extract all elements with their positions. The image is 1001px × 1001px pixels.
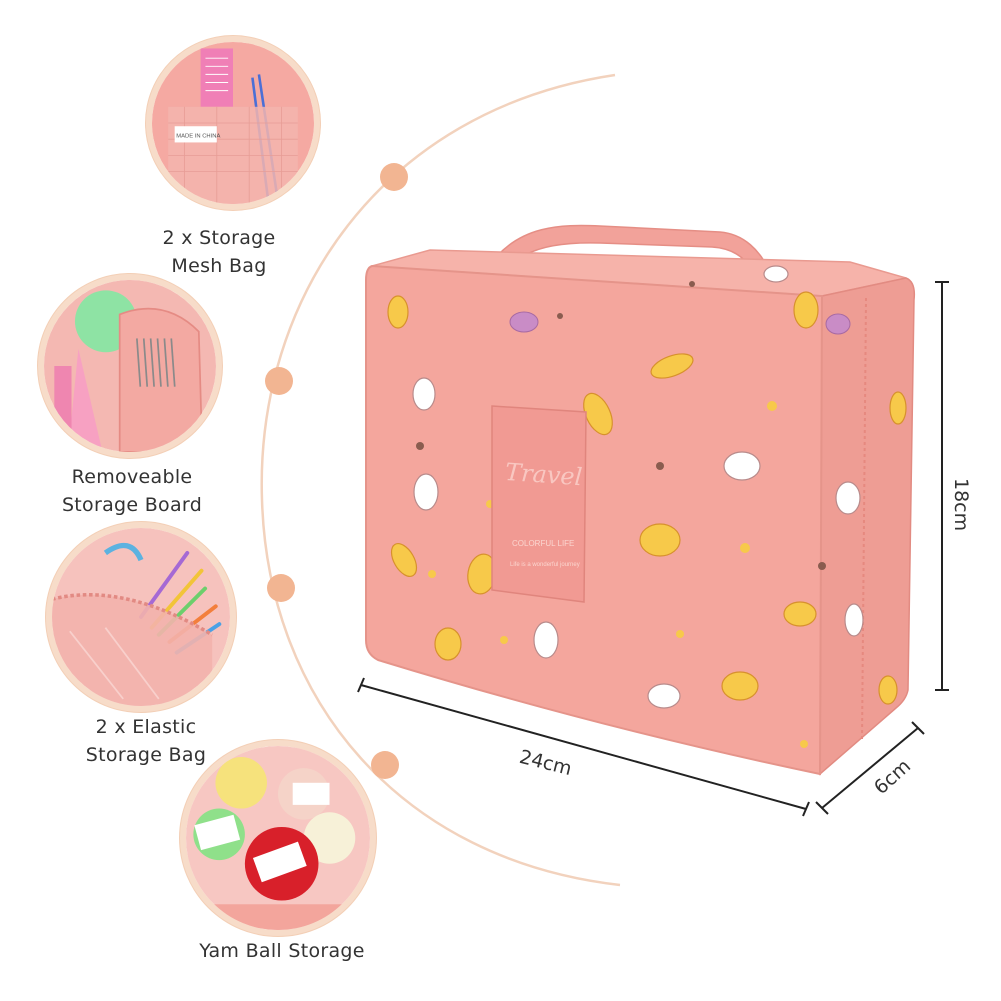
patch-subtitle: COLORFUL LIFE bbox=[512, 539, 574, 548]
feature-caption-mesh-bag: 2 x Storage Mesh Bag bbox=[99, 224, 339, 280]
mesh-tag-text: MADE IN CHINA bbox=[176, 134, 220, 140]
travel-patch: Travel COLORFUL LIFE Life is a wonderful… bbox=[491, 405, 587, 603]
connector-dot-4 bbox=[371, 751, 399, 779]
feature-photo-elastic-bag bbox=[46, 522, 236, 712]
feature-photo-mesh-bag: MADE IN CHINA bbox=[146, 36, 320, 210]
height-label: 18cm bbox=[950, 478, 972, 532]
feature-photo-storage-board bbox=[38, 274, 222, 458]
yarn-storage-illustration bbox=[186, 746, 370, 930]
storage-board-illustration bbox=[44, 280, 216, 452]
connector-dot-3 bbox=[267, 574, 295, 602]
caption-line: 2 x Storage bbox=[162, 227, 276, 249]
patch-title: Travel bbox=[504, 458, 583, 491]
elastic-bag-illustration bbox=[52, 528, 230, 706]
connector-dot-2 bbox=[265, 367, 293, 395]
caption-line: Storage Bag bbox=[85, 744, 207, 766]
patch-tagline: Life is a wonderful journey bbox=[510, 562, 580, 568]
feature-caption-elastic-bag: 2 x Elastic Storage Bag bbox=[26, 713, 266, 769]
bag-front-panel bbox=[365, 264, 824, 776]
depth-dimension-line bbox=[815, 721, 925, 815]
caption-line: Yam Ball Storage bbox=[199, 940, 365, 962]
mesh-bag-illustration: MADE IN CHINA bbox=[152, 42, 314, 204]
feature-caption-yarn-storage: Yam Ball Storage bbox=[162, 937, 402, 965]
caption-line: Removeable bbox=[71, 466, 193, 488]
connector-dot-1 bbox=[380, 163, 408, 191]
caption-line: Storage Board bbox=[61, 494, 203, 516]
width-dimension-line bbox=[357, 677, 810, 817]
caption-line: 2 x Elastic bbox=[95, 716, 197, 738]
bag-side-panel bbox=[819, 277, 916, 776]
travel-bag: Travel COLORFUL LIFE Life is a wonderful… bbox=[365, 224, 916, 776]
feature-caption-storage-board: Removeable Storage Board bbox=[12, 463, 252, 519]
height-dimension-line bbox=[935, 281, 949, 691]
feature-photo-yarn-storage bbox=[180, 740, 376, 936]
caption-line: Mesh Bag bbox=[171, 255, 267, 277]
